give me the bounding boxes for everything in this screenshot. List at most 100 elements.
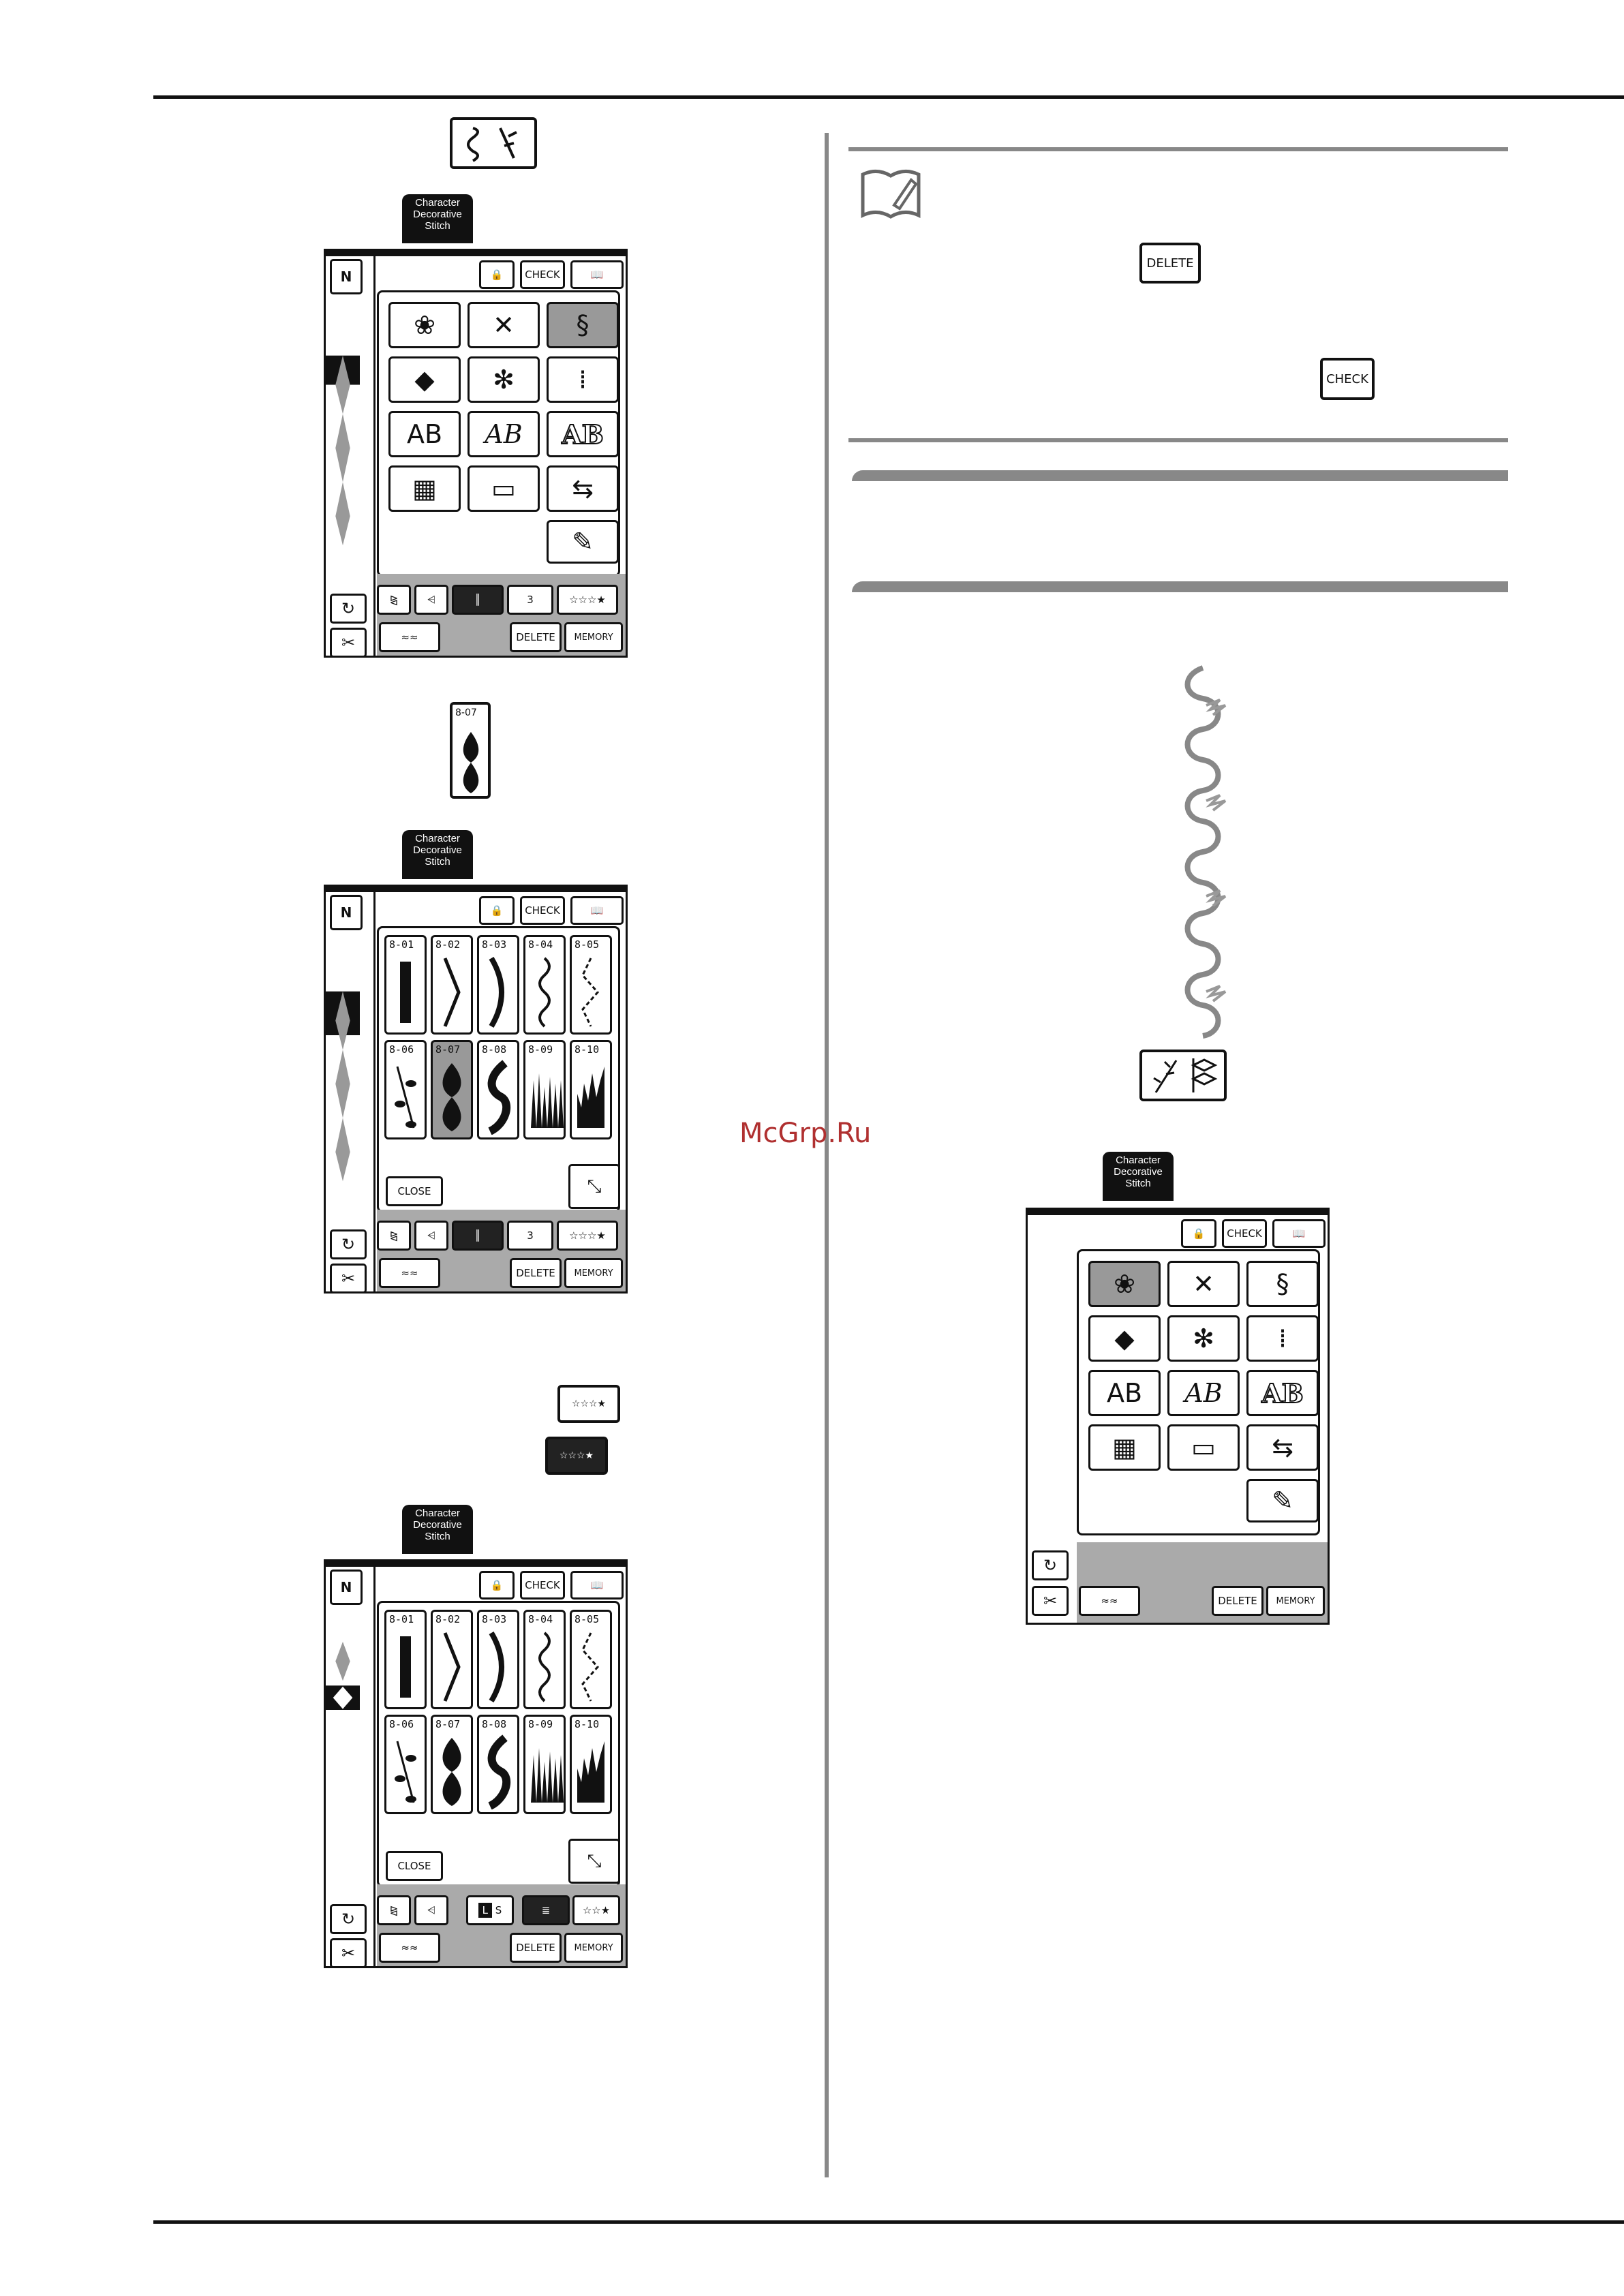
stitch-8-08[interactable]: 8-08 xyxy=(477,1715,519,1814)
size-toggle-button[interactable]: ☆☆☆★ xyxy=(557,1221,618,1251)
reverse-button[interactable]: ↻ xyxy=(330,1229,367,1259)
category-pocket[interactable]: ▭ xyxy=(1167,1424,1240,1471)
stitch-8-10[interactable]: 8-10 xyxy=(570,1715,612,1814)
size-toggle-button[interactable]: ☆☆☆★ xyxy=(557,585,618,615)
category-cross[interactable]: ✕ xyxy=(1167,1261,1240,1307)
category-cross[interactable]: ✕ xyxy=(468,302,540,348)
size-toggle-large-button[interactable]: ☆☆☆★ xyxy=(545,1437,608,1475)
category-outline[interactable]: AB xyxy=(1246,1370,1319,1416)
check-button[interactable]: CHECK xyxy=(520,1571,565,1599)
delete-button[interactable]: DELETE xyxy=(1212,1586,1263,1616)
mirror-h-button[interactable]: ⩤ xyxy=(414,585,448,615)
stitch-edit-button[interactable]: ≈≈ xyxy=(379,1258,440,1288)
mirror-button[interactable]: ⧎ xyxy=(377,1895,411,1925)
manual-button[interactable]: 📖 xyxy=(570,260,624,289)
memory-button[interactable]: MEMORY xyxy=(1266,1586,1325,1616)
resize-button[interactable]: ⤡ xyxy=(568,1164,620,1209)
check-key[interactable]: CHECK xyxy=(1320,358,1375,400)
category-cross-stitch[interactable]: ✻ xyxy=(1167,1315,1240,1362)
delete-button[interactable]: DELETE xyxy=(510,622,562,652)
category-usb[interactable]: ⇆ xyxy=(547,465,619,512)
stitch-8-03[interactable]: 8-03 xyxy=(477,935,519,1035)
category-utility-floral[interactable]: ❀ xyxy=(1088,1261,1161,1307)
stitch-8-10[interactable]: 8-10 xyxy=(570,1040,612,1139)
resize-button[interactable]: ⤡ xyxy=(568,1839,620,1884)
category-script[interactable]: AB xyxy=(1167,1370,1240,1416)
stitch-edit-button[interactable]: ≈≈ xyxy=(379,1933,440,1963)
stitch-8-09[interactable]: 8-09 xyxy=(523,1040,566,1139)
close-button[interactable]: CLOSE xyxy=(386,1176,443,1206)
repeat-button[interactable]: 3 xyxy=(507,585,553,615)
stitch-8-07-button[interactable]: 8-07 xyxy=(450,702,491,799)
scissors-button[interactable]: ✂ xyxy=(330,628,367,658)
category-pocket[interactable]: ▭ xyxy=(468,465,540,512)
mirror-h-button[interactable]: ⩤ xyxy=(414,1895,448,1925)
category-outline[interactable]: AB xyxy=(547,411,619,457)
stitch-8-01[interactable]: 8-01 xyxy=(384,935,427,1035)
stitch-edit-button[interactable]: ≈≈ xyxy=(1079,1586,1140,1616)
design-button[interactable]: ✎ xyxy=(1246,1479,1319,1522)
presser-foot-button[interactable]: N xyxy=(330,895,363,930)
stitch-8-05[interactable]: 8-05 xyxy=(570,1610,612,1709)
stitch-8-05[interactable]: 8-05 xyxy=(570,935,612,1035)
scissors-button[interactable]: ✂ xyxy=(330,1938,367,1968)
check-button[interactable]: CHECK xyxy=(520,896,565,925)
manual-button[interactable]: 📖 xyxy=(1272,1219,1326,1248)
stitch-8-09[interactable]: 8-09 xyxy=(523,1715,566,1814)
delete-button[interactable]: DELETE xyxy=(510,1258,562,1288)
delete-button[interactable]: DELETE xyxy=(510,1933,562,1963)
category-lines[interactable]: ⁞ xyxy=(1246,1315,1319,1362)
stitch-8-04[interactable]: 8-04 xyxy=(523,935,566,1035)
stitch-8-07[interactable]: 8-07 xyxy=(431,1040,473,1139)
stitch-8-07[interactable]: 8-07 xyxy=(431,1715,473,1814)
close-button[interactable]: CLOSE xyxy=(386,1851,443,1881)
category-gothic[interactable]: AB xyxy=(388,411,461,457)
memory-button[interactable]: MEMORY xyxy=(564,622,623,652)
lock-button[interactable]: 🔒 xyxy=(1181,1219,1216,1248)
mirror-button[interactable]: ⧎ xyxy=(377,1221,411,1251)
stitch-8-02[interactable]: 8-02 xyxy=(431,1610,473,1709)
size-l-s-button[interactable]: L S xyxy=(466,1895,514,1925)
category-satin[interactable]: ◆ xyxy=(388,356,461,403)
repeat-button[interactable]: 3 xyxy=(507,1221,553,1251)
size-toggle-small-button[interactable]: ☆☆☆★ xyxy=(557,1385,620,1423)
stitch-8-06[interactable]: 8-06 xyxy=(384,1040,427,1139)
needle-button[interactable]: ║ xyxy=(452,1221,504,1251)
floral-category-button[interactable] xyxy=(450,117,537,169)
design-button[interactable]: ✎ xyxy=(547,520,619,564)
reverse-button[interactable]: ↻ xyxy=(330,1904,367,1934)
floral-utility-button[interactable] xyxy=(1139,1050,1227,1101)
stitch-8-02[interactable]: 8-02 xyxy=(431,935,473,1035)
category-satin[interactable]: ◆ xyxy=(1088,1315,1161,1362)
stitch-8-06[interactable]: 8-06 xyxy=(384,1715,427,1814)
needle-button[interactable]: ║ xyxy=(452,585,504,615)
density-button[interactable]: ≣ xyxy=(522,1895,570,1925)
reverse-button[interactable]: ↻ xyxy=(1032,1550,1069,1580)
stitch-8-01[interactable]: 8-01 xyxy=(384,1610,427,1709)
category-script[interactable]: AB xyxy=(468,411,540,457)
presser-foot-button[interactable]: N xyxy=(330,1570,363,1605)
memory-button[interactable]: MEMORY xyxy=(564,1933,623,1963)
manual-button[interactable]: 📖 xyxy=(570,1571,624,1599)
stitch-8-08[interactable]: 8-08 xyxy=(477,1040,519,1139)
mirror-h-button[interactable]: ⩤ xyxy=(414,1221,448,1251)
category-scroll[interactable]: § xyxy=(547,302,619,348)
size-toggle-button[interactable]: ☆☆★ xyxy=(572,1895,620,1925)
category-scroll[interactable]: § xyxy=(1246,1261,1319,1307)
reverse-button[interactable]: ↻ xyxy=(330,594,367,624)
category-usb[interactable]: ⇆ xyxy=(1246,1424,1319,1471)
check-button[interactable]: CHECK xyxy=(520,260,565,289)
lock-button[interactable]: 🔒 xyxy=(479,260,515,289)
stitch-8-03[interactable]: 8-03 xyxy=(477,1610,519,1709)
manual-button[interactable]: 📖 xyxy=(570,896,624,925)
category-utility-floral[interactable]: ❀ xyxy=(388,302,461,348)
memory-button[interactable]: MEMORY xyxy=(564,1258,623,1288)
lock-button[interactable]: 🔒 xyxy=(479,896,515,925)
scissors-button[interactable]: ✂ xyxy=(330,1264,367,1294)
category-gothic[interactable]: AB xyxy=(1088,1370,1161,1416)
check-button[interactable]: CHECK xyxy=(1222,1219,1267,1248)
category-lines[interactable]: ⁞ xyxy=(547,356,619,403)
category-mystitch[interactable]: ▦ xyxy=(388,465,461,512)
stitch-8-04[interactable]: 8-04 xyxy=(523,1610,566,1709)
category-cross-stitch[interactable]: ✻ xyxy=(468,356,540,403)
